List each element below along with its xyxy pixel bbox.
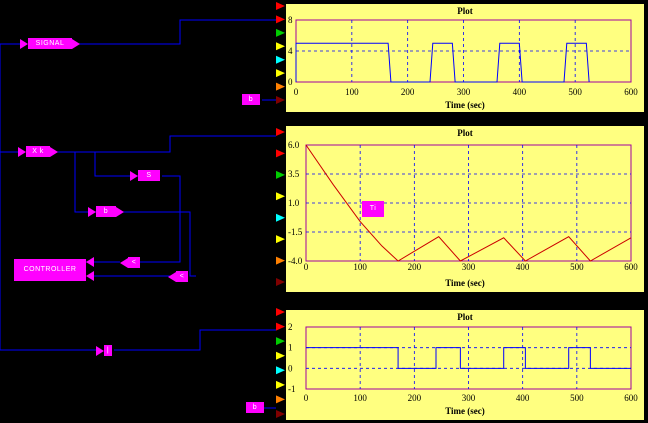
port-arrow-icon [276,380,285,389]
signal-source-block[interactable]: SIGNAL [28,38,72,49]
gain-block[interactable]: X k [26,146,50,157]
block-input-arrow-icon [96,346,104,356]
y-tick-label: 4 [288,46,293,56]
x-tick-label: 600 [624,393,638,403]
ref-block-2[interactable]: < [176,271,188,282]
port-arrow-icon [276,192,285,201]
block-output-arrow-icon [116,207,124,217]
x-tick-label: 300 [462,393,476,403]
ref-block-1[interactable]: < [128,257,140,268]
x-tick-label: 0 [294,87,299,97]
controller-block[interactable]: CONTROLLER [14,259,86,281]
port-arrow-icon [276,82,285,91]
x-tick-label: 0 [304,393,309,403]
plot-chart-1: 0 100 200 300 400 500 600 8 4 0 [288,15,638,97]
x-tick-label: 400 [516,262,530,272]
port-arrow-icon [276,322,285,331]
x-tick-label: 100 [345,87,359,97]
block-input-arrow-icon [130,171,138,181]
port-arrow-icon [276,395,285,404]
port-arrow-icon [276,128,285,136]
plot-panel-2: Plot 0 100 200 300 400 500 600 6.0 3.5 1.0 -1.5 -4.… [286,126,644,292]
port-arrow-icon [276,42,285,51]
y-tick-label: -4.0 [288,256,303,266]
pulse-block[interactable]: | [104,345,112,356]
port-arrow-icon [276,256,285,265]
series-line [305,144,632,262]
port-arrow-icon [276,2,285,10]
x-tick-label: 400 [516,393,530,403]
x-tick-label: 200 [401,87,415,97]
plot-chart-3: 0 100 200 300 400 500 600 2 1 0 -1 [288,322,638,403]
port-arrow-icon [276,28,285,37]
series-line [306,347,631,369]
port-arrow-icon [276,308,285,316]
port-arrow-icon [276,410,285,418]
port-arrow-icon [276,278,285,286]
x-tick-label: 200 [408,262,422,272]
x-tick-label: 600 [624,262,638,272]
scope-input-ports [276,2,285,418]
series-line [295,42,590,83]
x-axis-label: Time (sec) [445,278,485,288]
plot-panel-3: Plot 0 100 200 300 400 500 600 2 1 0 -1 Time (sec) [286,310,644,420]
plot-title: Plot [457,312,473,322]
x-axis-label: Time (sec) [445,100,485,110]
bit-block[interactable]: b [96,206,116,217]
y-tick-label: 6.0 [288,140,300,150]
plot-title: Plot [457,6,473,16]
x-tick-label: 0 [304,262,309,272]
scope-tag-2[interactable]: b [246,402,264,413]
block-input-arrow-icon [18,147,26,157]
port-arrow-icon [276,170,285,179]
y-tick-label: 0 [288,363,293,373]
y-tick-label: 1 [288,343,293,353]
block-input-arrow-icon [88,207,96,217]
x-tick-label: 400 [513,87,527,97]
y-tick-label: 2 [288,322,293,332]
port-arrow-icon [276,213,285,222]
plot-chart-2: 0 100 200 300 400 500 600 6.0 3.5 1.0 -1.5 -4.0 [288,140,638,272]
sum-block[interactable]: S [138,170,160,181]
x-tick-label: 200 [408,393,422,403]
x-axis-label: Time (sec) [445,406,485,416]
plot-title: Plot [457,128,473,138]
x-tick-label: 300 [462,262,476,272]
port-arrow-icon [276,235,285,244]
y-tick-label: 1.0 [288,198,300,208]
y-tick-label: 8 [288,15,293,25]
x-tick-label: 300 [457,87,471,97]
port-arrow-icon [276,69,285,78]
port-arrow-icon [276,96,285,104]
port-arrow-icon [276,15,285,24]
block-output-arrow-icon [72,39,80,49]
y-tick-label: -1.5 [288,227,303,237]
scope-tag-1[interactable]: b [242,94,260,105]
block-output-arrow-icon [50,147,58,157]
y-tick-label: -1 [288,384,296,394]
y-tick-label: 3.5 [288,169,300,179]
x-tick-label: 600 [624,87,638,97]
port-arrow-icon [276,337,285,346]
x-tick-label: 500 [570,393,584,403]
block-arrow-left-icon [120,258,128,268]
x-tick-label: 100 [353,393,367,403]
x-tick-label: 100 [353,262,367,272]
port-arrow-icon [276,55,285,64]
y-tick-label: 0 [288,77,293,87]
block-arrow-left-icon [168,272,176,282]
port-arrow-icon [276,149,285,158]
plot-panel-1: Plot 0 100 200 300 400 500 600 8 4 0 Time (sec) [286,4,644,112]
port-arrow-icon [276,366,285,375]
block-input-arrow-icon [20,39,28,49]
annotation-tag[interactable]: Ti [362,201,384,217]
x-tick-label: 500 [570,262,584,272]
x-tick-label: 500 [568,87,582,97]
controller-ports-icon [86,257,94,281]
port-arrow-icon [276,351,285,360]
